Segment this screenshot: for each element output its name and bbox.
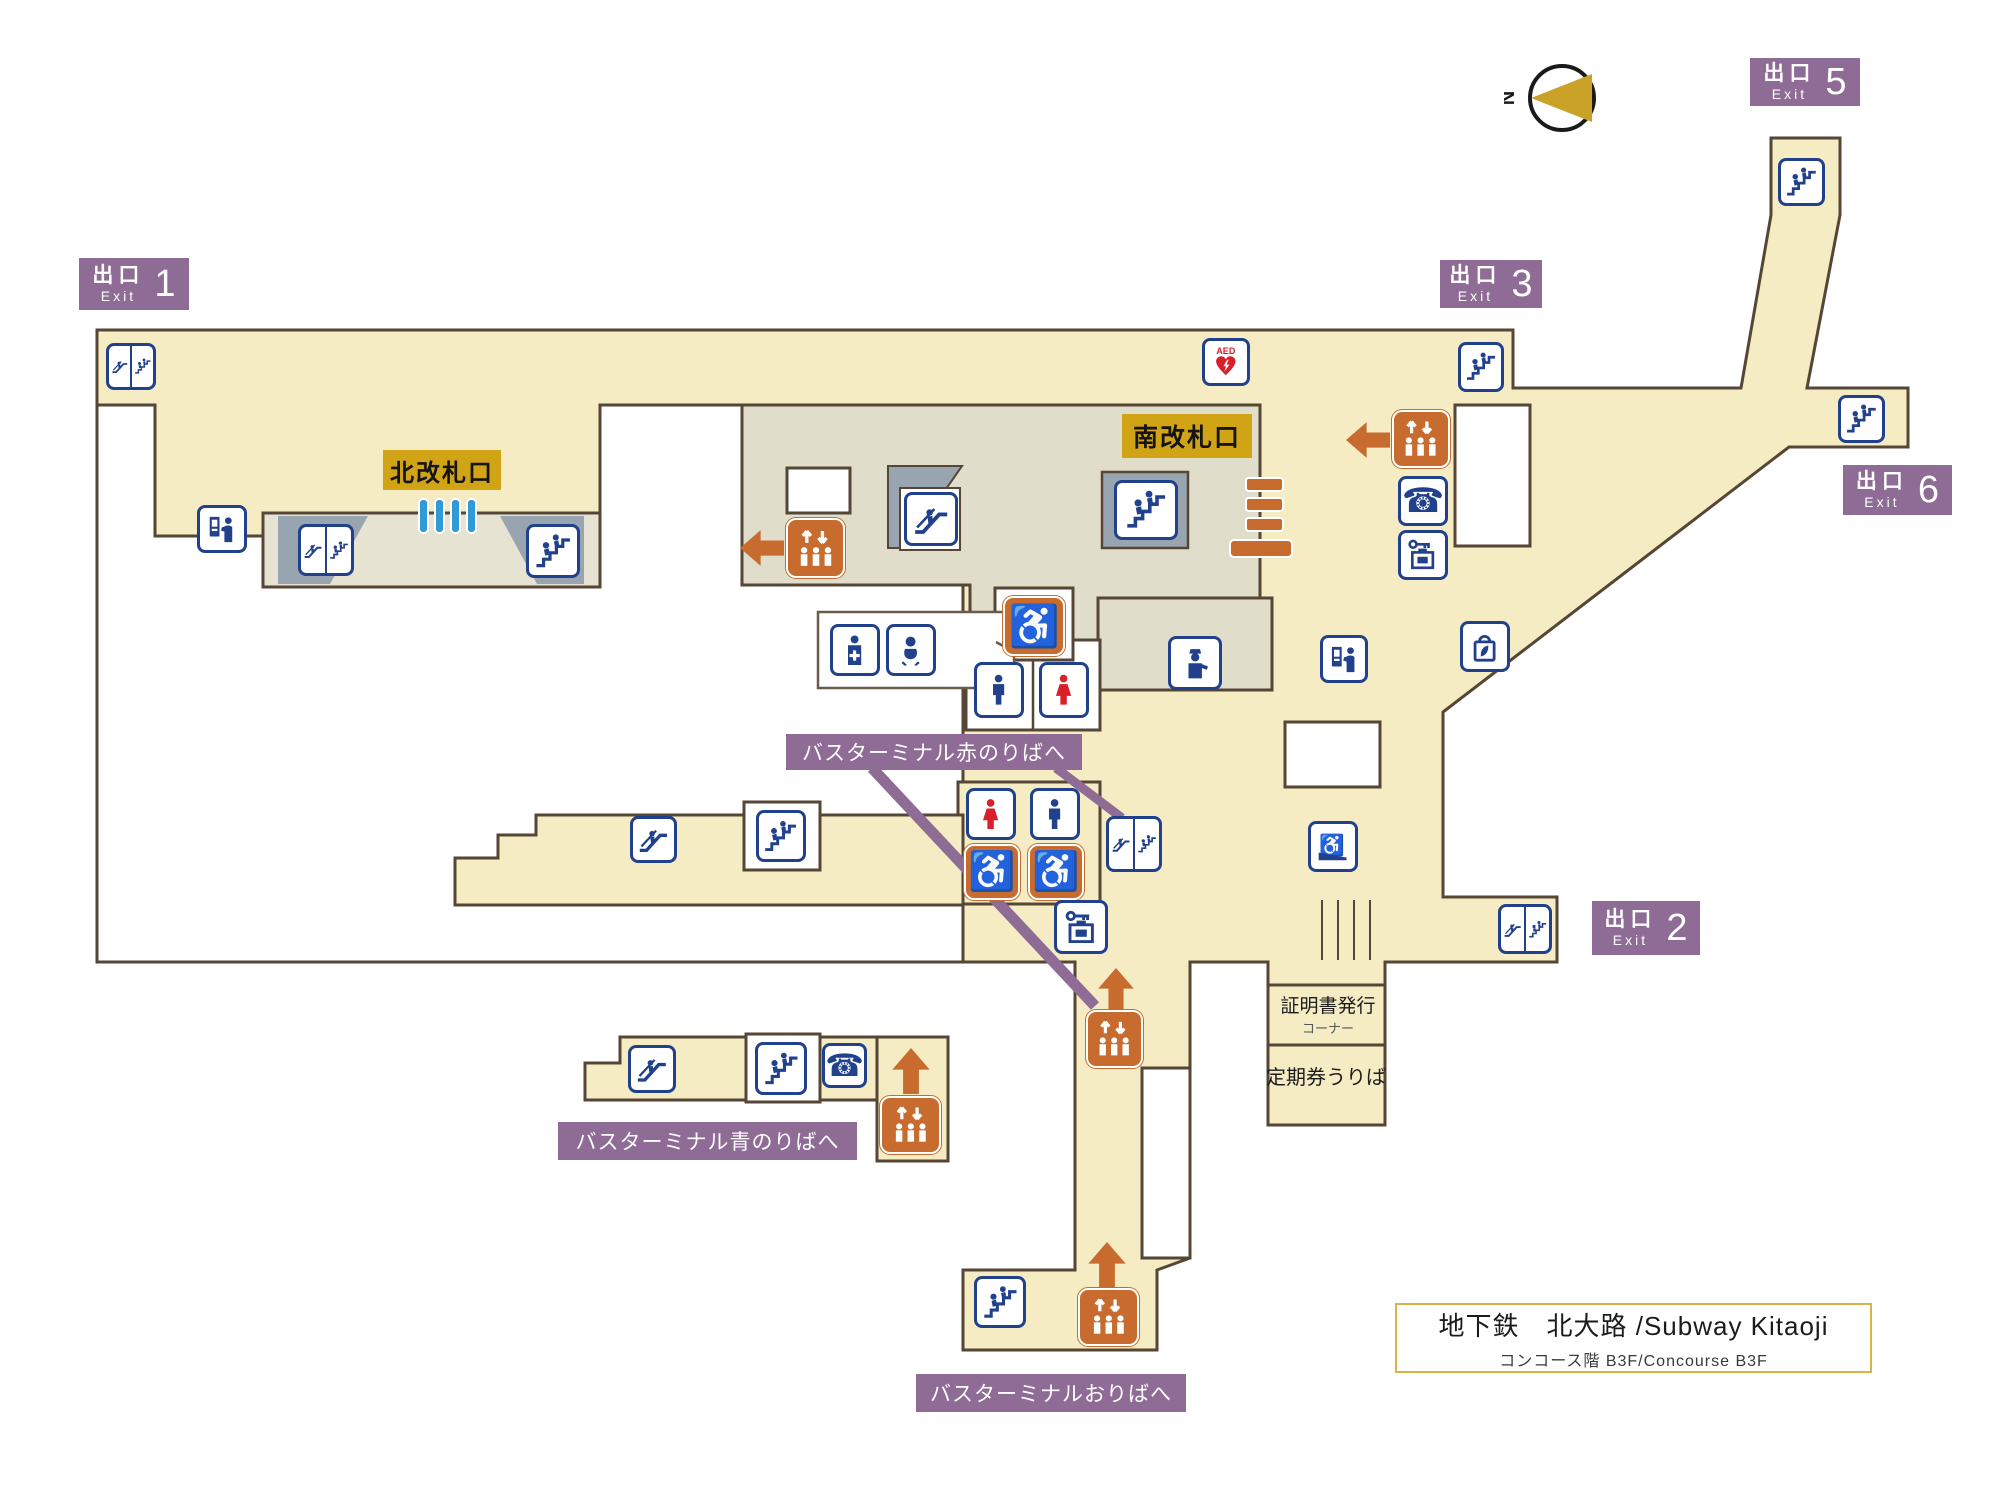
west-corridor: [453, 813, 965, 907]
exit6-stairs-icon: [1838, 395, 1885, 443]
telephone2-icon: ☎: [822, 1043, 867, 1088]
west-corridor-stairs-icon: [756, 810, 806, 862]
exit3-en: Exit: [1457, 288, 1494, 304]
paid-escalator-icon: [904, 492, 958, 546]
south-gates: [1229, 477, 1293, 558]
mens-toilet2-icon: [1030, 788, 1080, 840]
aed-icon: AED: [1202, 338, 1250, 386]
womens-toilet-icon: [1039, 662, 1089, 718]
south-gate-stairs-icon: [1114, 480, 1178, 540]
mens-toilet-icon: [974, 662, 1024, 718]
wheelchair-ramp-icon: ♿: [1308, 821, 1358, 872]
telephone-icon: ☎: [1398, 476, 1448, 526]
exit1-jp: 出口: [92, 264, 145, 287]
central-escalator-stairs-icon: [1106, 816, 1162, 872]
accessible-toilet3-icon: ♿: [1028, 844, 1084, 900]
commuter-pass-label: 定期券うりば: [1266, 1066, 1386, 1089]
baby-room-icon: [886, 624, 936, 676]
exit3-number: 3: [1511, 263, 1533, 305]
south-gate-label: 南改札口: [1122, 414, 1252, 458]
coin-locker-icon: [1398, 530, 1448, 580]
exit1-number: 1: [154, 263, 176, 305]
exit2-en: Exit: [1612, 932, 1649, 948]
exit5-number: 5: [1825, 61, 1847, 103]
exit6-en: Exit: [1864, 494, 1900, 510]
station-staff-icon: [1168, 636, 1222, 690]
exit3-jp: 出口: [1449, 264, 1502, 287]
north-gate-escalator-stairs-icon: [298, 524, 354, 576]
north-gate-stairs-icon: [526, 524, 580, 578]
blue-bay-stairs-icon: [755, 1042, 807, 1095]
accessible-toilet-icon: ♿: [1003, 596, 1065, 656]
north-ticket-machine-icon: [197, 505, 247, 553]
exit5-en: Exit: [1771, 86, 1808, 102]
west-elevator-arrow-icon: [740, 524, 784, 572]
svg-text:AED: AED: [1216, 346, 1236, 356]
exit5-stairs-icon: [1778, 158, 1825, 206]
central-ticket-machine-icon: [1320, 635, 1368, 683]
exit1-en: Exit: [100, 288, 137, 304]
dropoff-elevator-icon: [1078, 1288, 1139, 1346]
red-bay-elevator-icon: [1086, 1010, 1143, 1068]
exit6-jp: 出口: [1855, 470, 1908, 493]
exit3-stairs-icon: [1458, 342, 1504, 392]
bus-dropoff-label: バスターミナルおりばへ: [916, 1374, 1186, 1412]
north-gates: [418, 498, 477, 534]
east-elevator-arrow-icon: [1346, 416, 1390, 464]
exit2-number: 2: [1666, 907, 1688, 949]
kiosk-icon: [1460, 621, 1510, 672]
west-elevator-icon: [786, 518, 845, 578]
coin-locker2-icon: [1054, 900, 1108, 954]
east-elevator-icon: [1392, 410, 1450, 468]
map-title: 地下鉄 北大路 /Subway Kitaoji: [1438, 1310, 1829, 1341]
dropoff-elevator-arrow-icon: [1086, 1242, 1128, 1288]
map-title-box: 地下鉄 北大路 /Subway Kitaoji コンコース階 B3F/Conco…: [1395, 1303, 1872, 1373]
compass-north-label: N: [1504, 91, 1519, 105]
bus-blue-label: バスターミナル青のりばへ: [558, 1122, 857, 1160]
map-subtitle: コンコース階 B3F/Concourse B3F: [1499, 1352, 1768, 1370]
exit2-jp: 出口: [1604, 908, 1657, 931]
blue-bay-elevator-icon: [880, 1096, 941, 1154]
dropoff-stairs-icon: [974, 1276, 1026, 1328]
blue-bay-escalator-icon: [628, 1045, 676, 1093]
accessible-toilet2-icon: ♿: [964, 844, 1020, 900]
red-bay-elevator-arrow-icon: [1096, 968, 1136, 1012]
exit2-escalator-stairs-icon: [1498, 904, 1552, 954]
compass-icon: N: [1504, 64, 1596, 132]
exit1-escalator-stairs-icon: [106, 343, 156, 390]
womens-toilet2-icon: [966, 788, 1016, 840]
certificate-corner-label-top: 証明書発行: [1280, 995, 1376, 1017]
north-gate-label: 北改札口: [383, 450, 501, 490]
svg-text:♿: ♿: [1319, 833, 1345, 857]
west-corridor-escalator-icon: [630, 816, 677, 863]
blue-bay-elevator-arrow-icon: [890, 1048, 932, 1094]
bus-red-label: バスターミナル赤のりばへ: [786, 734, 1082, 770]
nursing-room-icon: [830, 624, 880, 676]
certificate-corner-label-bottom: コーナー: [1301, 1020, 1354, 1036]
exit6-number: 6: [1917, 469, 1940, 511]
exit5-jp: 出口: [1763, 62, 1816, 85]
